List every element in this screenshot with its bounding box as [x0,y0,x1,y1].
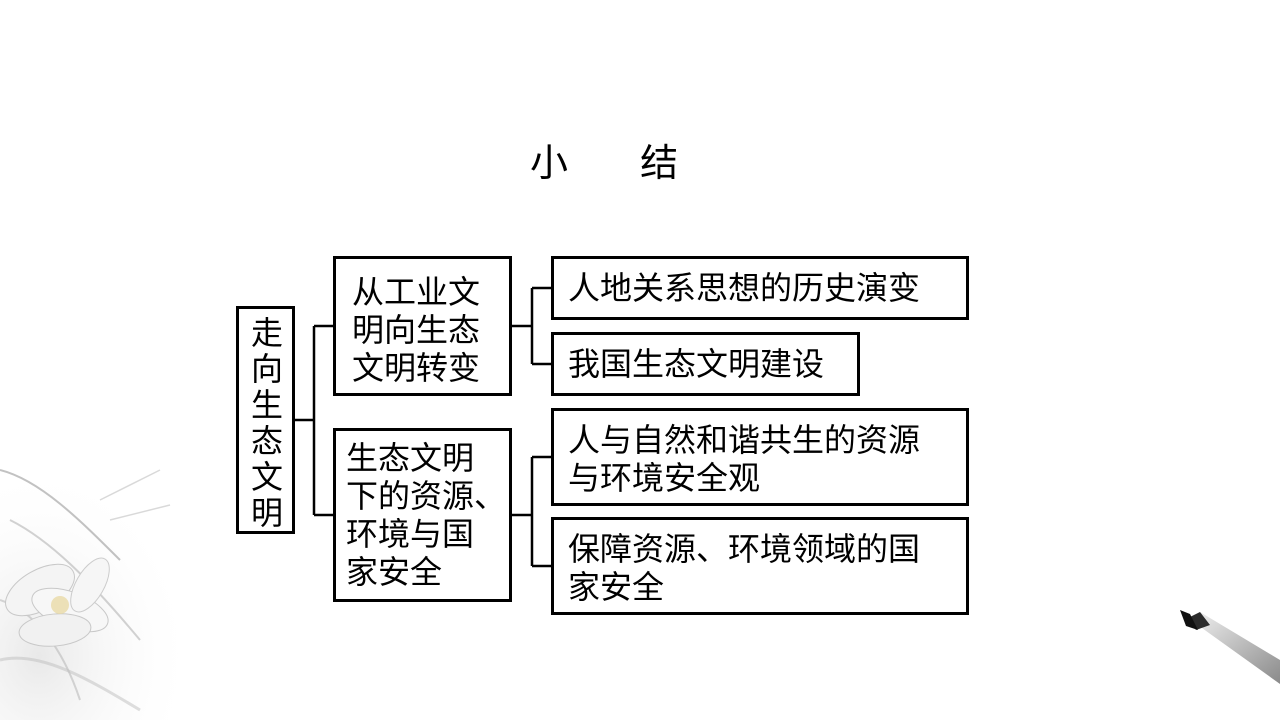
node-text-line: 环境与国 [346,515,475,553]
leaf-node-human-land-relations: 人地关系思想的历史演变 [551,256,969,320]
root-node: 走 向 生 态 文 明 [236,306,295,534]
node-text-line: 与环境安全观 [568,459,761,497]
leaf-node-national-security: 保障资源、环境领域的国 家安全 [551,517,969,615]
node-text-line: 从工业文 [352,273,481,311]
node-text-line: 人与自然和谐共生的资源 [568,421,921,459]
node-text-line: 我国生态文明建设 [568,345,825,383]
root-char: 向 [250,350,283,388]
root-char: 文 [250,458,283,496]
node-text-line: 下的资源、 [346,477,507,515]
calligraphy-brush-icon [1180,610,1280,684]
root-char: 走 [250,314,283,352]
lotus-flower-icon [0,400,260,720]
node-text-line: 生态文明 [346,439,475,477]
root-char: 态 [250,422,283,460]
node-text-line: 明向生态 [352,311,481,349]
node-text-line: 保障资源、环境领域的国 [568,530,921,568]
branch-node-industrial-to-ecological: 从工业文 明向生态 文明转变 [333,256,512,396]
node-text-line: 人地关系思想的历史演变 [568,269,921,307]
leaf-node-ecological-construction: 我国生态文明建设 [551,332,860,396]
root-char: 生 [250,386,283,424]
leaf-node-harmony-security-view: 人与自然和谐共生的资源 与环境安全观 [551,408,969,506]
node-text-line: 文明转变 [352,349,481,387]
node-text-line: 家安全 [346,553,443,591]
node-text-line: 家安全 [568,568,665,606]
branch-node-resources-security: 生态文明 下的资源、 环境与国 家安全 [333,428,512,602]
root-char: 明 [250,494,283,532]
page-title: 小 结 [530,141,709,185]
